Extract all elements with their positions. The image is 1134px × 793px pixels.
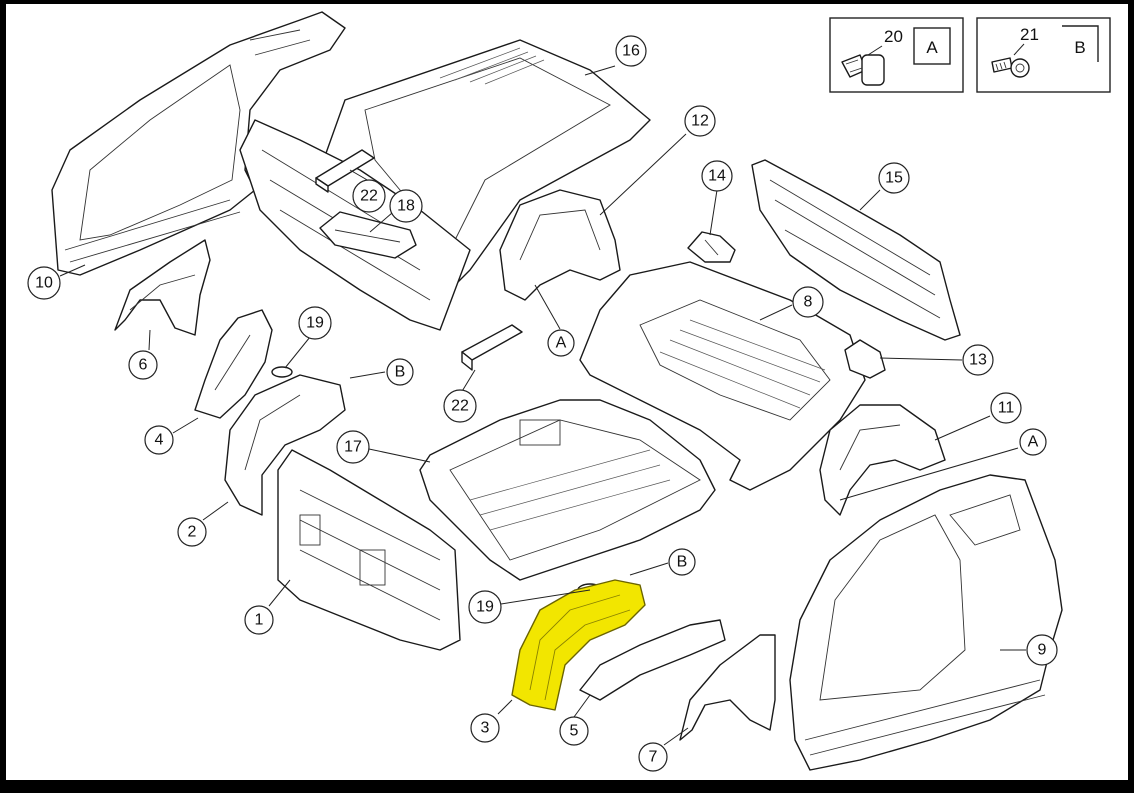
callout-8-label: 8: [804, 294, 813, 311]
part-10-body-side-left: [51, 11, 346, 276]
legend-b-number: 21: [1020, 25, 1039, 44]
callout-16-label: 16: [622, 43, 640, 60]
part-17-front-floor: [419, 399, 716, 581]
push-clip-icon: [841, 54, 885, 86]
legend-b-letter: B: [1074, 38, 1085, 57]
callout-4-label: 4: [155, 432, 164, 449]
callout-6-label: 6: [139, 357, 148, 374]
callout-14: 14: [701, 160, 733, 192]
callout-14-label: 14: [708, 168, 726, 185]
screw-rivet-icon: [991, 57, 1030, 78]
callout-5-label: 5: [570, 723, 579, 740]
callout-12: 12: [684, 105, 716, 137]
callout-19-upper: 19: [298, 306, 332, 340]
callout-12-label: 12: [691, 113, 709, 130]
part-13-bracket: [844, 339, 886, 379]
callout-2-label: 2: [188, 524, 197, 541]
callout-19-upper-label: 19: [306, 315, 324, 332]
legend-a-letter: A: [926, 38, 938, 57]
callout-3: 3: [470, 713, 500, 743]
callout-2: 2: [177, 517, 207, 547]
part-18-cowl-panel: [319, 211, 417, 259]
part-15-rear-panel: [751, 159, 961, 341]
callout-a-right: A: [1019, 428, 1047, 456]
callout-22-upper-label: 22: [360, 188, 378, 205]
callout-7: 7: [638, 742, 668, 772]
callout-a-right-label: A: [1028, 434, 1039, 451]
callout-22-upper: 22: [352, 179, 386, 213]
callout-1: 1: [244, 605, 274, 635]
callout-18-label: 18: [397, 198, 415, 215]
callout-13: 13: [962, 344, 994, 376]
callout-9-label: 9: [1038, 642, 1047, 659]
part-22-foam-upper: [315, 149, 375, 193]
callout-11-label: 11: [998, 400, 1015, 417]
callout-10-label: 10: [35, 275, 53, 292]
part-14-bracket: [687, 231, 736, 263]
part-19-cap-upper: [271, 366, 293, 378]
part-12-wheelhouse-rear: [499, 189, 621, 301]
callout-11: 11: [990, 392, 1022, 424]
callout-9: 9: [1026, 634, 1058, 666]
callout-6: 6: [128, 350, 158, 380]
legend-a-number: 20: [884, 27, 903, 46]
callout-4: 4: [144, 425, 174, 455]
callout-b-lower: B: [668, 548, 696, 576]
callout-17-label: 17: [344, 439, 362, 456]
callout-13-label: 13: [969, 352, 987, 369]
callout-b-upper-label: B: [395, 364, 406, 381]
part-1-dash-bulkhead: [277, 449, 461, 651]
callout-16: 16: [615, 35, 647, 67]
callout-15: 15: [878, 162, 910, 194]
legend-b: 21 B: [976, 17, 1111, 93]
callout-18: 18: [389, 189, 423, 223]
callout-22-lower: 22: [443, 389, 477, 423]
part-9-body-side-right: [789, 474, 1063, 771]
part-4-front-rail-left: [194, 309, 273, 419]
part-22-foam-lower: [461, 324, 523, 371]
callout-19-lower: 19: [468, 590, 502, 624]
part-6-fender-left: [114, 239, 211, 336]
part-7-fender-right: [679, 634, 776, 741]
callout-10: 10: [27, 266, 61, 300]
callout-b-upper: B: [386, 358, 414, 386]
leader-lines: [59, 65, 1026, 746]
callout-19-lower-label: 19: [476, 599, 494, 616]
part-5-front-rail-right: [579, 619, 726, 701]
callout-7-label: 7: [649, 749, 658, 766]
part-3-wheelhouse-front-right-highlighted: [511, 579, 646, 711]
callout-a-center-label: A: [556, 335, 567, 352]
callout-15-label: 15: [885, 170, 903, 187]
callout-8: 8: [792, 286, 824, 318]
part-8-rear-floor: [579, 261, 866, 491]
callout-a-center: A: [547, 329, 575, 357]
callout-1-label: 1: [255, 612, 264, 629]
callout-5: 5: [559, 716, 589, 746]
part-11-wheelhouse-rear-right: [819, 404, 946, 516]
callout-3-label: 3: [481, 720, 490, 737]
callout-b-lower-label: B: [677, 554, 688, 571]
legend-a: 20 A: [829, 17, 964, 93]
callout-17: 17: [336, 430, 370, 464]
callout-22-lower-label: 22: [451, 398, 469, 415]
part-2-wheelhouse-front-left: [224, 374, 346, 516]
